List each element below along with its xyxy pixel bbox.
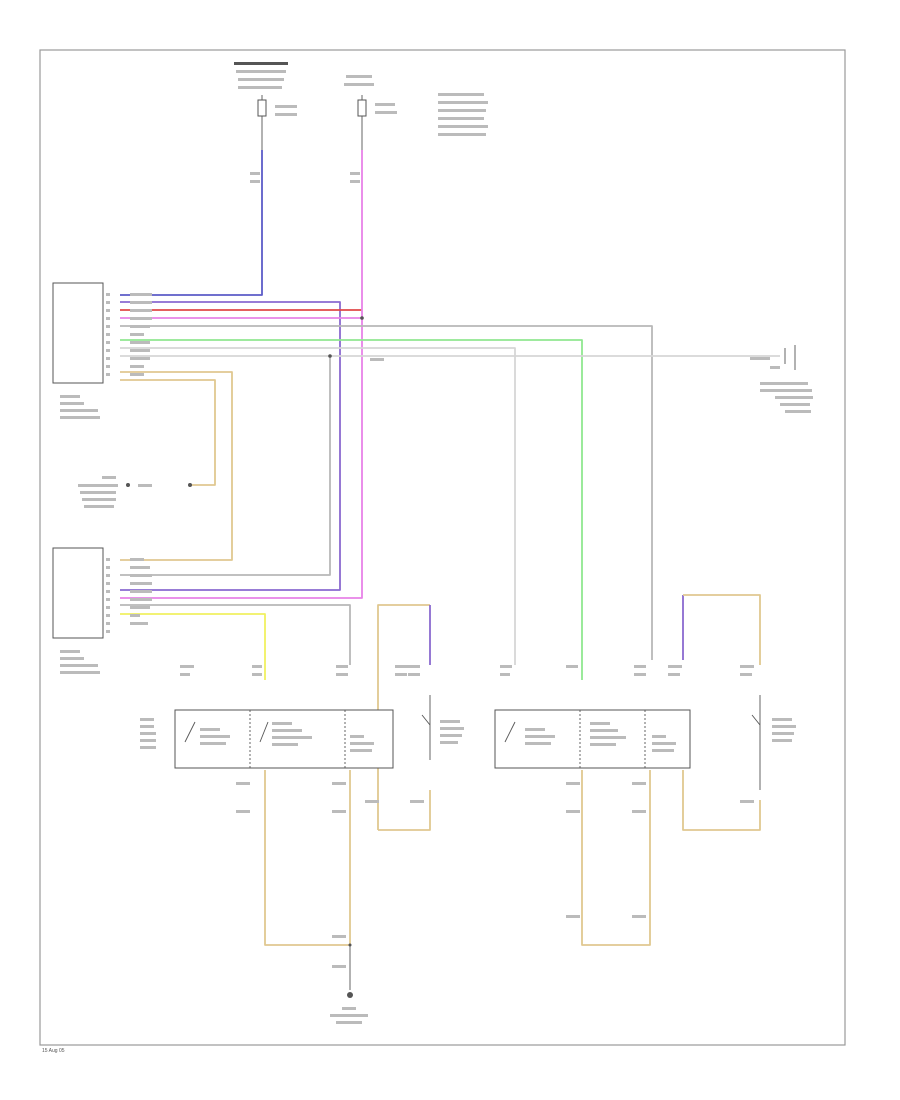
left-front-seat-heater-element [668, 665, 796, 803]
wires [120, 150, 780, 990]
wire-blue-feed [120, 150, 263, 296]
junction-dots [328, 316, 364, 947]
diagram-frame [39, 49, 846, 1046]
wire-gray-right [120, 325, 653, 660]
wire-tan-d [683, 594, 761, 665]
fuse-left [234, 62, 297, 183]
wire-lightgray [120, 347, 516, 665]
right-front-seat-heater-element [365, 665, 464, 803]
splice-dot [126, 483, 130, 487]
wire-yellow [120, 613, 266, 680]
fuse-right [344, 75, 488, 183]
wire-tan-b [120, 379, 216, 486]
wire-gray-330 [120, 356, 331, 576]
left-front-seat-module [494, 665, 691, 918]
ground-symbol [330, 992, 368, 1024]
right-side-connector [750, 345, 813, 413]
wire-violet [120, 301, 341, 591]
wire-tan-d2 [682, 770, 761, 831]
wire-green [120, 339, 583, 680]
splice-dot-2 [188, 483, 192, 487]
wire-tan-a [120, 371, 233, 561]
page-label: 15 Aug 05 [42, 1048, 65, 1054]
wire-gray-bottom [120, 604, 351, 665]
wire-pink-feed [120, 150, 363, 319]
wire-tan-e [581, 770, 651, 946]
left-seat-heater-switch [52, 282, 384, 419]
wire-tan-ground [264, 770, 350, 946]
wire-tan-c2 [378, 790, 431, 831]
middle-splice [78, 476, 152, 508]
wire-pink-loop [120, 318, 363, 599]
right-front-seat-module [140, 665, 394, 968]
right-seat-heater-switch [52, 547, 152, 674]
